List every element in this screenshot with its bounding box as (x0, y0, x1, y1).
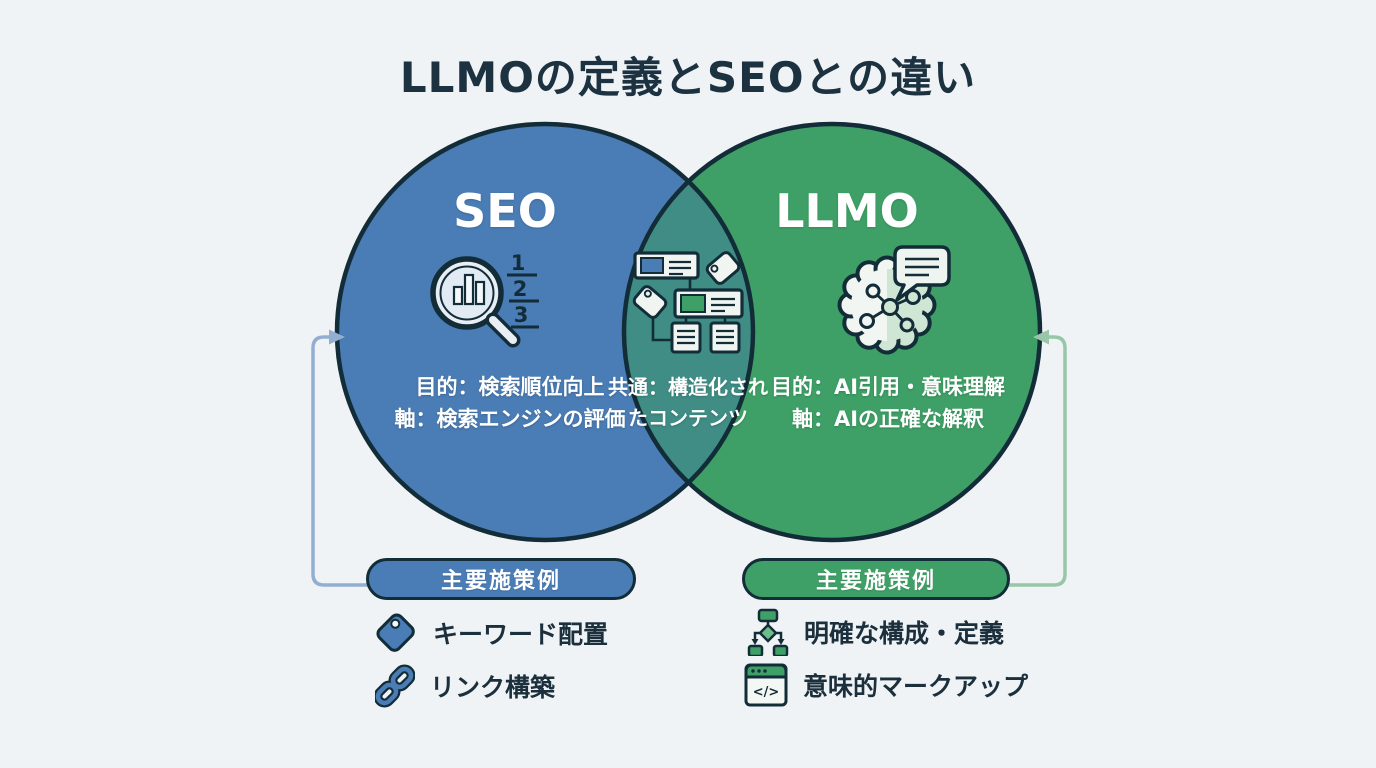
speech-bubble-glyph (893, 245, 951, 302)
flowchart-icon (747, 608, 789, 656)
seo-axis-text: 軸：検索エンジンの評価 (394, 407, 626, 431)
seo-circle-outline (334, 121, 756, 543)
document-glyph-1 (670, 321, 702, 354)
llmo-measures-pill: 主要施策例 (742, 558, 1010, 600)
seo-heading: SEO (453, 184, 557, 238)
tag-icon (376, 613, 415, 652)
llmo-measure-label-2: 意味的マークアップ (803, 672, 1029, 701)
page-title: LLMOの定義とSEOとの違い (399, 53, 977, 102)
svg-text:2: 2 (513, 277, 528, 301)
overlap-line1: 共通：構造化され (608, 375, 768, 399)
seo-measure-item-2: リンク構築 (375, 663, 555, 709)
ai-brain-icon (837, 245, 951, 355)
llmo-heading: LLMO (775, 184, 919, 238)
seo-measure-label-1: キーワード配置 (433, 620, 609, 649)
llmo-measure-label-1: 明確な構成・定義 (804, 619, 1005, 648)
svg-text:3: 3 (514, 303, 529, 327)
neural-network-glyph (859, 283, 921, 333)
llmo-axis-text: 軸：AIの正確な解釈 (791, 407, 985, 431)
tag-glyph-top (705, 251, 741, 285)
code-glyph-text: </> (753, 685, 780, 700)
svg-text:1: 1 (511, 251, 526, 275)
overlap-description: 共通：構造化され たコンテンツ (605, 372, 771, 434)
search-ranking-icon: 1 2 3 (430, 251, 539, 348)
document-glyph-2 (709, 321, 741, 354)
card-blue (633, 251, 700, 280)
seo-connector-arrow (311, 329, 380, 587)
llmo-measure-item-2: </> 意味的マークアップ (744, 661, 1028, 709)
llmo-description: 目的：AI引用・意味理解 軸：AIの正確な解釈 (763, 371, 1013, 435)
code-window-icon: </> (744, 663, 788, 707)
llmo-connector-arrow (998, 329, 1067, 587)
seo-circle (337, 124, 753, 540)
seo-measure-label-2: リンク構築 (430, 673, 556, 702)
seo-description: 目的：検索順位向上 軸：検索エンジンの評価 (385, 371, 635, 435)
seo-purpose-text: 目的：検索順位向上 (415, 375, 605, 399)
seo-measure-item-1: キーワード配置 (374, 610, 608, 656)
card-green (673, 288, 744, 319)
llmo-measure-item-1: 明確な構成・定義 (747, 608, 1004, 656)
seo-measures-pill: 主要施策例 (366, 558, 636, 600)
tag-glyph-left (632, 285, 668, 319)
bar-chart-glyph (452, 273, 486, 306)
chain-link-icon (375, 664, 415, 708)
llmo-circle-outline (621, 121, 1043, 543)
structured-content-icon (632, 251, 744, 354)
llmo-circle (624, 124, 1040, 540)
rank-list-glyph: 1 2 3 (507, 251, 539, 329)
llmo-purpose-text: 目的：AI引用・意味理解 (770, 375, 1006, 399)
overlap-line2: たコンテンツ (628, 406, 748, 430)
